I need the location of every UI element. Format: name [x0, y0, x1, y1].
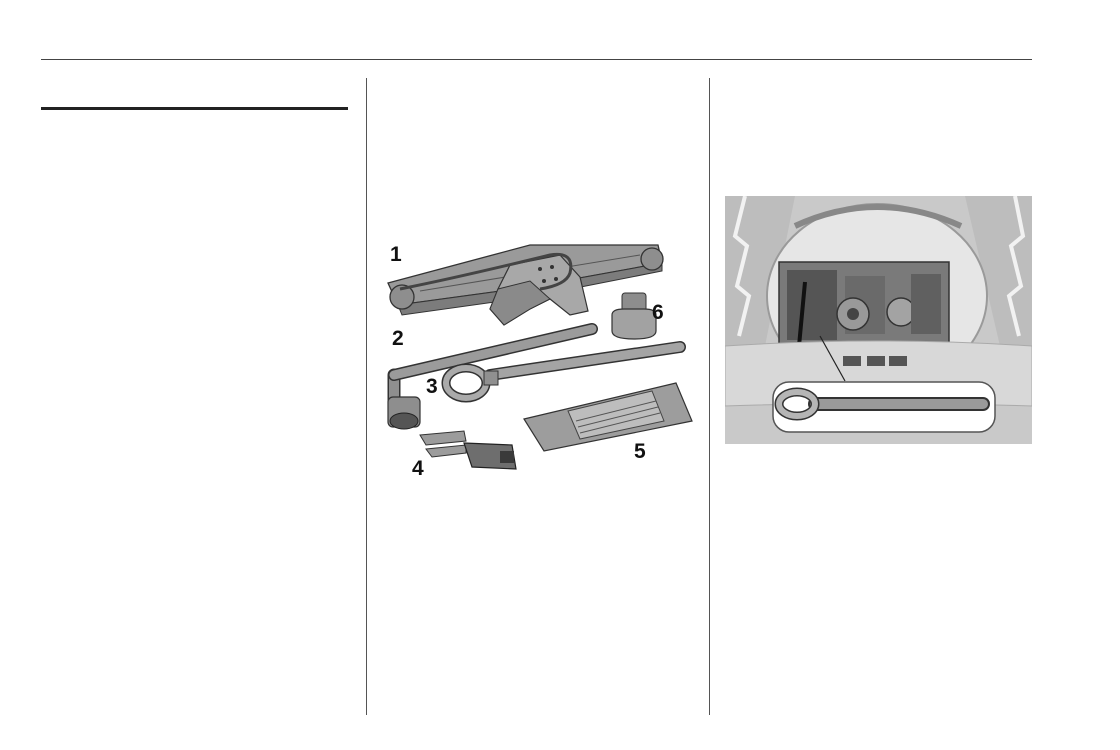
section-heading-rule [41, 107, 348, 110]
trunk-tool-location-illustration [725, 196, 1032, 444]
callout-3: 3 [426, 375, 438, 398]
towing-eye-inset-illustration [774, 387, 990, 421]
callout-4: 4 [412, 457, 424, 480]
callout-2: 2 [392, 327, 404, 350]
column-divider [709, 78, 710, 715]
wheel-wrench-illustration [387, 323, 598, 430]
bolt-cap-remover-illustration [419, 430, 517, 470]
jack-illustration [387, 244, 664, 326]
floor-panel-illustration [523, 382, 693, 452]
callout-5: 5 [634, 440, 646, 463]
callout-6: 6 [652, 301, 664, 324]
column-divider [366, 78, 367, 715]
towing-eye-illustration [441, 341, 686, 403]
wheel-bolt-adapter-illustration [611, 292, 657, 340]
page-header-rule [41, 59, 1032, 60]
callout-1: 1 [390, 243, 402, 266]
vehicle-tools-illustration: 1 2 3 4 5 6 [387, 243, 693, 480]
